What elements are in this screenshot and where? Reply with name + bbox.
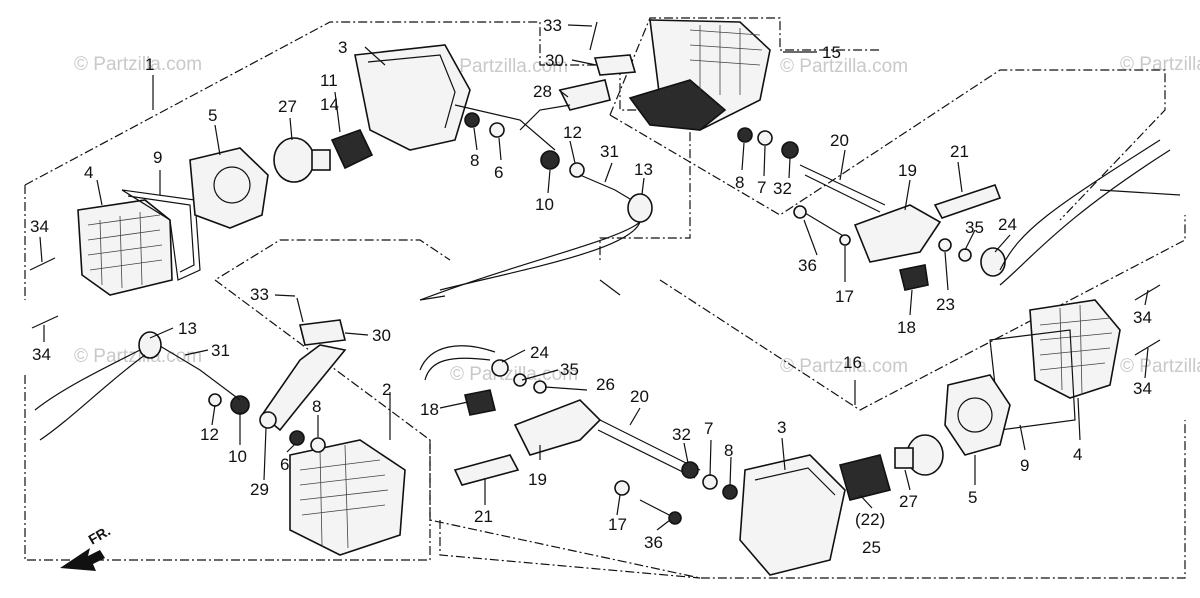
callout-35: 35 xyxy=(965,218,984,237)
callout-15: 15 xyxy=(822,43,841,62)
callout-30: 30 xyxy=(545,51,564,70)
upper-left-lens-assembly xyxy=(77,21,653,301)
callout-16: 16 xyxy=(843,353,862,372)
callout-34: 34 xyxy=(32,345,51,364)
callout-31: 31 xyxy=(211,341,230,360)
callout-10: 10 xyxy=(535,195,554,214)
callout-36: 36 xyxy=(644,533,663,552)
watermark: © Partzilla.com xyxy=(1120,356,1200,377)
callout-17: 17 xyxy=(835,287,854,306)
callout-13: 13 xyxy=(178,319,197,338)
callout-21: 21 xyxy=(474,507,493,526)
callout-20: 20 xyxy=(630,387,649,406)
callout-11: 11 xyxy=(320,71,338,90)
center-bracket-assembly xyxy=(419,345,602,486)
front-direction-arrow: FR. xyxy=(60,522,113,571)
callout-7: 7 xyxy=(704,419,713,438)
callout-19: 19 xyxy=(898,161,917,180)
front-arrow-label: FR. xyxy=(86,522,114,547)
callout-labels: 1 2 3 3 4 4 5 5 6 6 7 7 8 8 8 8 9 9 10 1… xyxy=(30,16,1152,557)
callout-33: 33 xyxy=(250,285,269,304)
callout-18: 18 xyxy=(897,318,916,337)
callout-19: 19 xyxy=(528,470,547,489)
callout-32: 32 xyxy=(672,425,691,444)
callout-28: 28 xyxy=(533,82,552,101)
callout-21: 21 xyxy=(950,142,969,161)
callout-7: 7 xyxy=(757,178,766,197)
watermark: © Partzilla.com xyxy=(1120,54,1200,75)
watermark: © Partzilla.com xyxy=(74,54,202,75)
callout-8: 8 xyxy=(312,397,321,416)
callout-34: 34 xyxy=(1133,379,1152,398)
callout-6: 6 xyxy=(280,455,289,474)
callout-3: 3 xyxy=(777,418,786,437)
callout-5: 5 xyxy=(968,488,977,507)
callout-17: 17 xyxy=(608,515,627,534)
assembly-outlines xyxy=(24,17,1186,579)
callout-12: 12 xyxy=(200,425,219,444)
callout-24: 24 xyxy=(998,215,1017,234)
callout-32: 32 xyxy=(773,179,792,198)
callout-4: 4 xyxy=(84,163,93,182)
watermark: © Partzilla.com xyxy=(450,364,578,385)
callout-20: 20 xyxy=(830,131,849,150)
callout-3: 3 xyxy=(338,38,347,57)
callout-22: (22) xyxy=(855,510,885,529)
callout-2: 2 xyxy=(382,380,391,399)
callout-27: 27 xyxy=(899,492,918,511)
leader-lines xyxy=(39,24,1149,531)
callout-1: 1 xyxy=(145,55,154,74)
callout-6: 6 xyxy=(494,163,503,182)
watermark: © Partzilla.com xyxy=(780,356,908,377)
callout-34: 34 xyxy=(30,217,49,236)
callout-8: 8 xyxy=(724,441,733,460)
callout-25: 25 xyxy=(862,538,881,557)
callout-12: 12 xyxy=(563,123,582,142)
callout-24: 24 xyxy=(530,343,549,362)
callout-36: 36 xyxy=(798,256,817,275)
callout-9: 9 xyxy=(153,148,162,167)
callout-8: 8 xyxy=(470,151,479,170)
lower-left-lens-assembly xyxy=(29,257,406,556)
watermark: © Partzilla.com xyxy=(74,346,202,367)
callout-27: 27 xyxy=(278,97,297,116)
watermark: © Partzilla.com xyxy=(780,56,908,77)
callout-30: 30 xyxy=(372,326,391,345)
watermark: © Partzilla.com xyxy=(440,56,568,77)
callout-35: 35 xyxy=(560,360,579,379)
callout-33: 33 xyxy=(543,16,562,35)
upper-right-lens-assembly xyxy=(628,19,1181,291)
callout-14: 14 xyxy=(320,95,339,114)
callout-10: 10 xyxy=(228,447,247,466)
callout-18: 18 xyxy=(420,400,439,419)
callout-9: 9 xyxy=(1020,456,1029,475)
callout-26: 26 xyxy=(596,375,615,394)
callout-29: 29 xyxy=(250,480,269,499)
callout-23: 23 xyxy=(936,295,955,314)
callout-5: 5 xyxy=(208,106,217,125)
callout-4: 4 xyxy=(1073,445,1082,464)
callout-34: 34 xyxy=(1133,308,1152,327)
callout-13: 13 xyxy=(634,160,653,179)
callout-31: 31 xyxy=(600,142,619,161)
callout-8: 8 xyxy=(735,173,744,192)
